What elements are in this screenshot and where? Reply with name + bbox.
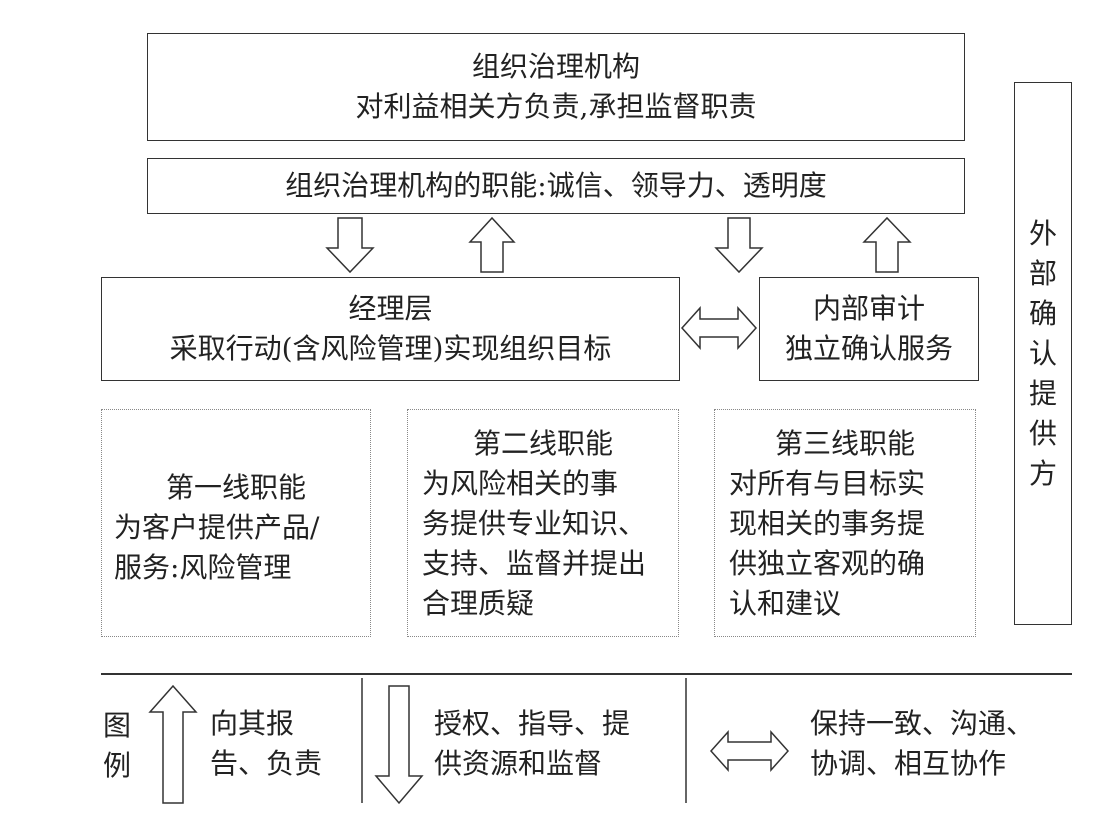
legend-both-text-2: 协调、相互协作 bbox=[810, 747, 1007, 780]
second-line-box: 第二线职能 为风险相关的事 务提供专业知识、 支持、监督并提出 合理质疑 bbox=[407, 409, 679, 637]
third-line-text-1: 对所有与目标实 bbox=[729, 467, 926, 500]
down-arrow-left bbox=[325, 217, 375, 274]
bidirectional-arrow bbox=[680, 306, 758, 350]
internal-audit-box: 内部审计 独立确认服务 bbox=[759, 277, 979, 381]
governing-body-title: 组织治理机构 bbox=[471, 50, 640, 83]
external-assurance-text: 外部确认提供方 bbox=[1028, 216, 1057, 490]
governing-body-subtitle: 对利益相关方负责,承担监督职责 bbox=[355, 90, 757, 123]
third-line-box: 第三线职能 对所有与目标实 现相关的事务提 供独立客观的确 认和建议 bbox=[714, 409, 976, 637]
governing-body-box: 组织治理机构 对利益相关方负责,承担监督职责 bbox=[147, 33, 965, 141]
management-title: 经理层 bbox=[348, 292, 433, 325]
second-line-title: 第二线职能 bbox=[472, 427, 613, 460]
legend-label-2: 例 bbox=[103, 749, 132, 782]
management-subtitle: 采取行动(含风险管理)实现组织目标 bbox=[169, 332, 612, 365]
legend-up-arrow bbox=[148, 684, 198, 804]
legend-down-text-2: 供资源和监督 bbox=[434, 747, 603, 780]
second-line-text-1: 为风险相关的事 bbox=[422, 467, 619, 500]
up-arrow-left bbox=[468, 216, 516, 273]
third-line-text-2: 现相关的事务提 bbox=[729, 507, 926, 540]
governing-functions-box: 组织治理机构的职能:诚信、领导力、透明度 bbox=[147, 158, 965, 214]
first-line-text-2: 服务:风险管理 bbox=[114, 551, 292, 584]
first-line-title: 第一线职能 bbox=[165, 471, 306, 504]
legend-up-text-2: 告、负责 bbox=[210, 747, 323, 780]
second-line-text-4: 合理质疑 bbox=[422, 587, 535, 620]
legend-down-text-1: 授权、指导、提 bbox=[434, 707, 631, 740]
first-line-box: 第一线职能 为客户提供产品/ 服务:风险管理 bbox=[101, 409, 371, 637]
legend-up-text-1: 向其报 bbox=[210, 707, 295, 740]
internal-audit-subtitle: 独立确认服务 bbox=[784, 332, 953, 365]
legend-bidirectional-arrow bbox=[709, 730, 790, 772]
legend-label-1: 图 bbox=[103, 709, 132, 742]
third-line-title: 第三线职能 bbox=[774, 427, 915, 460]
third-line-text-4: 认和建议 bbox=[729, 587, 842, 620]
down-arrow-right bbox=[714, 217, 764, 274]
third-line-text-3: 供独立客观的确 bbox=[729, 547, 926, 580]
up-arrow-right bbox=[862, 216, 912, 273]
internal-audit-title: 内部审计 bbox=[812, 292, 925, 325]
governing-functions-text: 组织治理机构的职能:诚信、领导力、透明度 bbox=[285, 169, 827, 202]
second-line-text-3: 支持、监督并提出 bbox=[422, 547, 647, 580]
legend-down-arrow bbox=[374, 685, 424, 805]
external-assurance-box: 外部确认提供方 bbox=[1014, 82, 1072, 625]
legend-both-text-1: 保持一致、沟通、 bbox=[810, 707, 1035, 740]
second-line-text-2: 务提供专业知识、 bbox=[422, 507, 647, 540]
first-line-text-1: 为客户提供产品/ bbox=[114, 511, 320, 544]
management-box: 经理层 采取行动(含风险管理)实现组织目标 bbox=[101, 277, 680, 381]
